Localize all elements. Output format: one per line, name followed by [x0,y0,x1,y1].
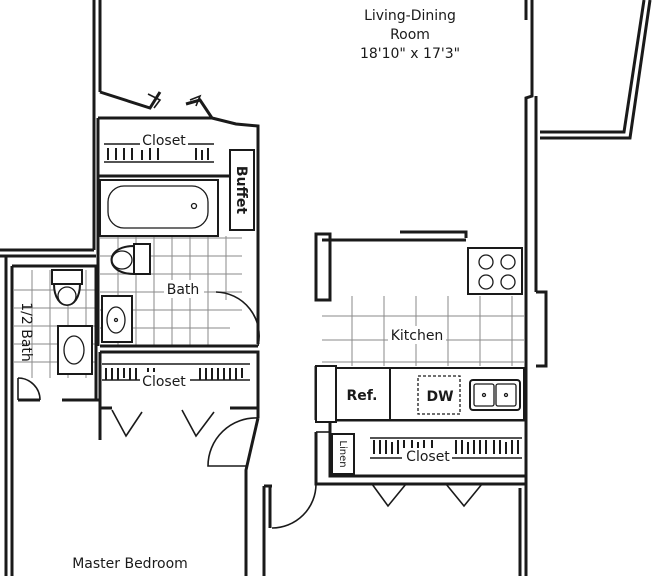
closet-mid-label: Closet [142,374,186,390]
half-bath-label: 1/2 Bath [18,302,34,362]
toilet-half-bath [51,269,83,306]
buffet-cabinet [229,149,255,231]
stove [467,247,523,295]
closet-right-label: Closet [406,449,450,465]
bath-label: Bath [167,282,200,298]
labels: Living-Dining Room 18'10" x 17'3" Closet… [18,8,460,572]
kitchen-sink [469,379,521,411]
bifold-doors [111,93,483,508]
kitchen-label: Kitchen [391,328,444,344]
master-bedroom-label: Master Bedroom [72,556,188,572]
bathtub [99,179,219,237]
buffet-label: Buffet [233,166,249,214]
dishwasher-label: DW [426,389,453,405]
living-dining-label-2: Room [390,27,430,43]
door-swings [17,291,330,529]
closet-top-label: Closet [142,133,186,149]
closet-top-rod [104,143,214,163]
linen-cabinet [331,433,355,475]
refrigerator-label: Ref. [347,388,378,404]
sink-half-bath [57,325,93,375]
dishwasher [417,375,461,415]
linen-label: Linen [337,440,348,467]
toilet-bath [110,243,151,276]
kitchen-counter-left [315,365,337,423]
living-dining-label-1: Living-Dining [364,8,456,24]
sink-bath [101,295,133,343]
living-dining-dimensions: 18'10" x 17'3" [360,46,460,62]
refrigerator [335,367,391,421]
